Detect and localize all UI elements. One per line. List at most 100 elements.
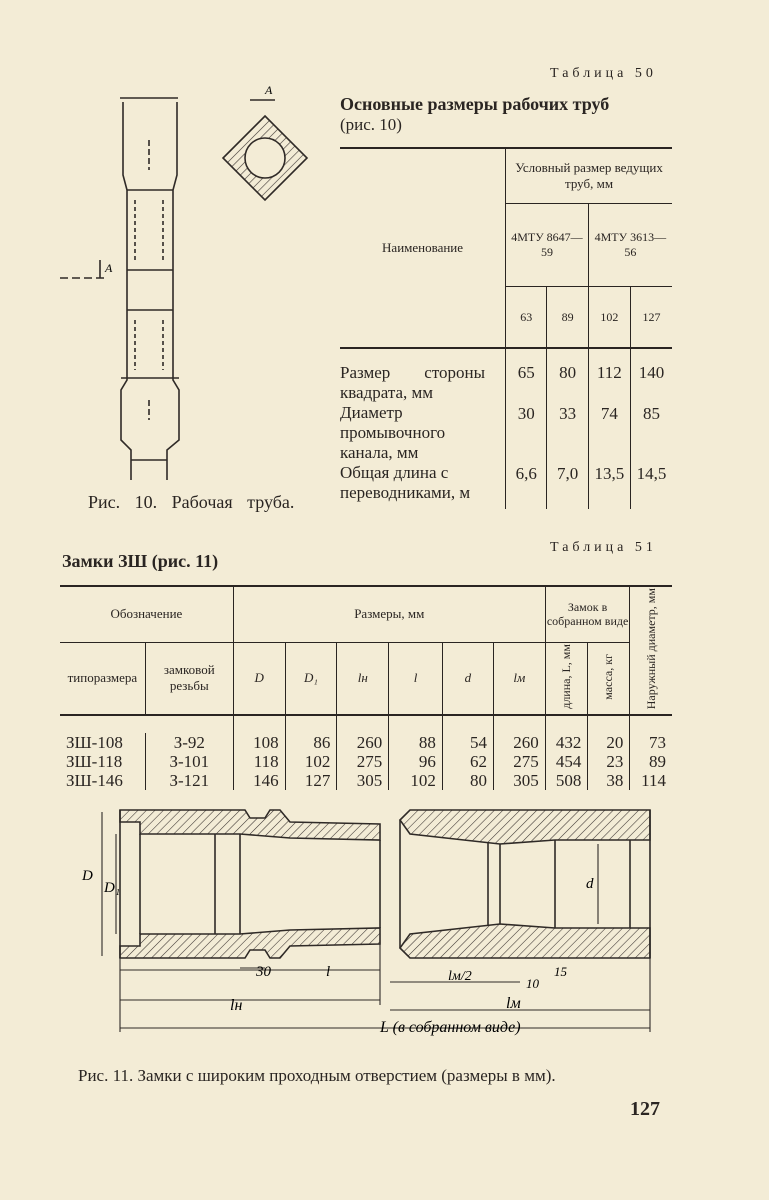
col-head-outer-diameter: Наружный диаметр, мм xyxy=(643,588,658,710)
cell: 432 xyxy=(545,733,589,753)
cell: З-92 xyxy=(145,733,234,753)
size-127: 127 xyxy=(642,309,661,324)
cell: 140 xyxy=(638,363,665,382)
table-50: Наименование Условный размер ведущих тру… xyxy=(340,147,672,509)
cell: З-101 xyxy=(145,752,234,772)
figure-11-caption: Рис. 11. Замки с широким проходным отвер… xyxy=(78,1066,556,1085)
nipple-part xyxy=(119,809,381,959)
table-50-label: Таблица 50 xyxy=(550,66,657,81)
table-row: Размер стороны квадрата, мм 65 80 112 14… xyxy=(340,348,672,403)
cell: 62 xyxy=(442,752,494,772)
table-50-title: Основные размеры рабочих труб xyxy=(340,94,610,114)
cell: 74 xyxy=(588,403,631,463)
cell: 305 xyxy=(336,771,390,791)
cell: 80 xyxy=(546,348,589,403)
cell: 85 xyxy=(642,404,660,423)
cell: 14,5 xyxy=(636,464,667,483)
cell: 260 xyxy=(493,733,546,753)
cell: 30 xyxy=(505,403,548,463)
cell: 275 xyxy=(336,752,390,772)
cell: 20 xyxy=(587,733,631,753)
size-63: 63 xyxy=(505,286,548,348)
cell: 89 xyxy=(649,752,666,772)
col-head-name: Наименование xyxy=(340,148,507,349)
cell: З-121 xyxy=(145,771,234,791)
dim-lm: lм xyxy=(506,995,521,1012)
dim-15: 15 xyxy=(554,964,568,979)
cell: 86 xyxy=(285,733,338,753)
cell: 54 xyxy=(442,733,494,753)
kelly-cross-section xyxy=(221,114,309,202)
col-head-lh: lн xyxy=(336,642,390,716)
col-head-D: D xyxy=(233,642,286,716)
size-102: 102 xyxy=(588,286,631,348)
cell: 102 xyxy=(388,771,443,791)
figure-10-drawing: A A xyxy=(60,83,309,480)
col-head-thread: замковой резьбы xyxy=(145,642,234,716)
cell: 112 xyxy=(588,348,631,403)
section-mark-a1: A xyxy=(104,261,113,275)
table-50-subtitle: (рис. 10) xyxy=(340,115,402,134)
cell: 146 xyxy=(233,771,286,791)
row-name: Диаметр промывочного канала, мм xyxy=(340,403,507,463)
col-head-conditional-size: Условный размер ведущих труб, мм xyxy=(505,148,672,204)
figure-11-drawing: D D₁ d 30 l lн lм/2 10 15 lм L (в собран… xyxy=(81,809,651,1036)
dim-30: 30 xyxy=(255,964,272,980)
cell: 73 xyxy=(649,733,666,753)
row-name: Общая длина с переводниками, м xyxy=(340,463,507,509)
cell: 508 xyxy=(545,771,589,791)
cell: 6,6 xyxy=(505,463,548,509)
cell: 13,5 xyxy=(588,463,631,509)
table-51: Обозначение Размеры, мм Замок в собранно… xyxy=(60,585,672,791)
cell: 65 xyxy=(505,348,548,403)
table-51-title: Замки ЗШ (рис. 11) xyxy=(62,551,219,571)
cell: 80 xyxy=(442,771,494,791)
figure-10-caption: Рис. 10. Рабочая труба. xyxy=(88,492,295,512)
cell: 102 xyxy=(285,752,338,772)
table-row: Диаметр промывочного канала, мм 30 33 74… xyxy=(340,403,672,463)
col-head-type: типоразмера xyxy=(60,642,146,716)
col-head-std2: 4МТУ 3613—56 xyxy=(588,203,672,287)
dim-10: 10 xyxy=(526,976,540,991)
dim-l: l xyxy=(326,964,330,980)
dim-d: d xyxy=(586,876,594,892)
table-51-label: Таблица 51 xyxy=(550,540,657,555)
cell: 7,0 xyxy=(546,463,589,509)
col-head-mass: масса, кг xyxy=(601,653,616,700)
section-mark-a2: A xyxy=(264,83,273,97)
cell: 108 xyxy=(233,733,286,753)
dim-lm-half: lм/2 xyxy=(448,969,472,984)
col-head-outer-cell: Наружный диаметр, мм xyxy=(629,586,672,717)
cell: 275 xyxy=(493,752,546,772)
box-part xyxy=(398,809,651,959)
cell: 260 xyxy=(336,733,390,753)
col-head-lm: lм xyxy=(493,642,546,716)
cell: 96 xyxy=(388,752,443,772)
col-head-l: l xyxy=(388,642,443,716)
col-head-mass-cell: масса, кг xyxy=(587,642,631,716)
cell: 305 xyxy=(493,771,546,791)
cell: 114 xyxy=(641,771,666,791)
dim-D1: D₁ xyxy=(103,880,120,896)
cell: 23 xyxy=(587,752,631,772)
col-head-sizes: Размеры, мм xyxy=(233,586,546,643)
cell: ЗШ-108 xyxy=(60,733,146,753)
col-head-length: длина, L, мм xyxy=(559,644,574,709)
dim-lh: lн xyxy=(230,997,242,1014)
dim-L: L (в собранном виде) xyxy=(379,1019,521,1036)
dim-D: D xyxy=(81,868,93,884)
col-head-D1: D₁ xyxy=(285,642,338,716)
size-89: 89 xyxy=(546,286,589,348)
col-head-d: d xyxy=(442,642,494,716)
row-name: Размер стороны квадрата, мм xyxy=(340,348,507,403)
cell: 38 xyxy=(587,771,631,791)
col-head-length-cell: длина, L, мм xyxy=(545,642,589,716)
cell: ЗШ-146 xyxy=(60,771,146,791)
cell: 118 xyxy=(233,752,286,772)
col-head-std1: 4МТУ 8647—59 xyxy=(505,203,589,287)
cell: 454 xyxy=(545,752,589,772)
col-head-designation: Обозначение xyxy=(60,586,234,643)
cell: 88 xyxy=(388,733,443,753)
